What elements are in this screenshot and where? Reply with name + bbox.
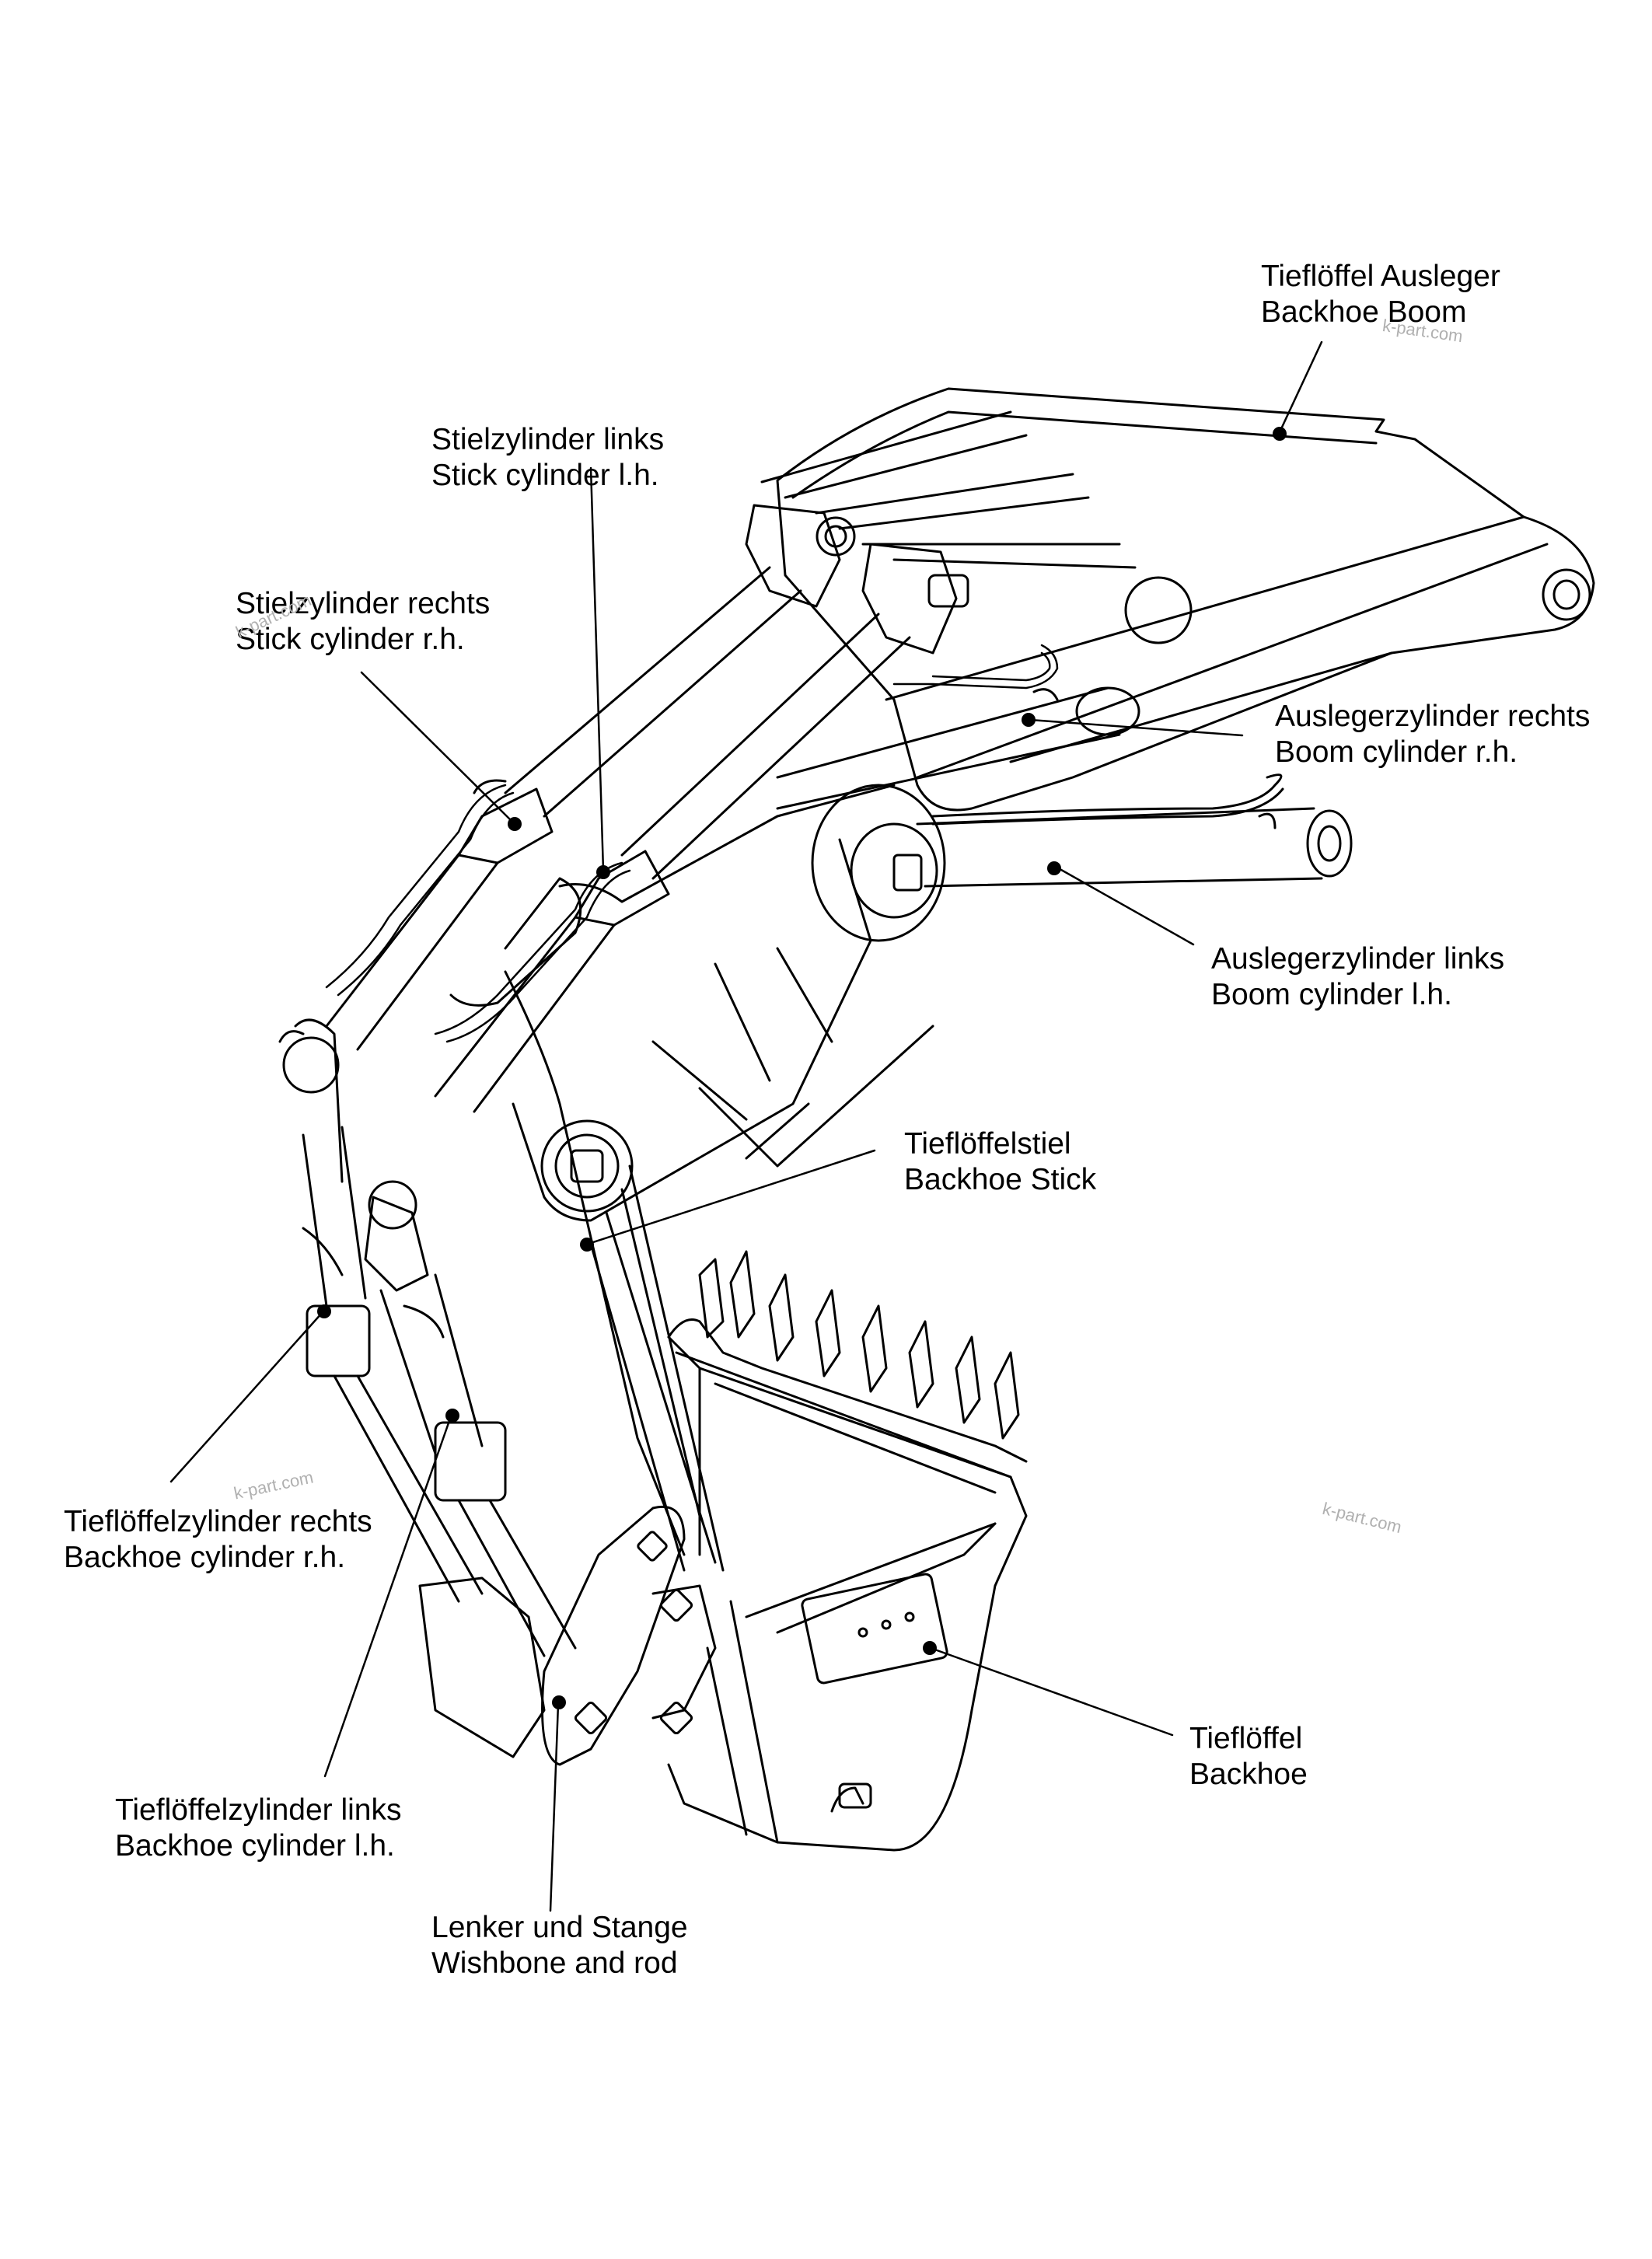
label-backhoe-cylinder-lh-de: Tieflöffelzylinder links [115, 1793, 402, 1827]
label-wishbone-rod-en: Wishbone and rod [431, 1947, 678, 1980]
label-backhoe-cylinder-lh-en: Backhoe cylinder l.h. [115, 1829, 395, 1863]
leader-lines [169, 340, 1323, 1912]
backhoe-cylinder-lh-shape [364, 1180, 577, 1657]
label-boom-cylinder-lh-en: Boom cylinder l.h. [1211, 978, 1452, 1011]
stick-cylinder-rh-shape [325, 504, 856, 1051]
leader-dots [317, 427, 1287, 1709]
label-boom-cylinder-lh-de: Auslegerzylinder links [1211, 942, 1505, 976]
backhoe-boom [760, 387, 1595, 812]
label-backhoe-boom-de: Tieflöffel Ausleger [1261, 260, 1500, 293]
backhoe-bucket [667, 1250, 1028, 1852]
label-backhoe-stick: Tieflöffelstiel Backhoe Stick [904, 1126, 1096, 1198]
label-stick-cylinder-lh-de: Stielzylinder links [431, 423, 665, 456]
label-boom-cylinder-lh: Auslegerzylinder links Boom cylinder l.h… [1211, 941, 1504, 1013]
label-boom-cylinder-rh: Auslegerzylinder rechts Boom cylinder r.… [1275, 699, 1590, 770]
boom-cylinder-rh-shape [776, 686, 1140, 810]
wishbone-and-rod [418, 1506, 717, 1766]
label-backhoe-cylinder-rh-en: Backhoe cylinder r.h. [64, 1541, 346, 1574]
backhoe-cylinder-rh-shape [278, 1018, 484, 1603]
label-backhoe-en: Backhoe [1189, 1758, 1308, 1791]
label-stick-cylinder-lh-en: Stick cylinder l.h. [431, 459, 659, 492]
backhoe-stick [449, 784, 934, 1572]
label-backhoe-cylinder-lh: Tieflöffelzylinder links Backhoe cylinde… [115, 1793, 401, 1864]
label-backhoe-stick-de: Tieflöffelstiel [904, 1127, 1071, 1161]
label-backhoe-boom-en: Backhoe Boom [1261, 295, 1467, 329]
label-stick-cylinder-lh: Stielzylinder links Stick cylinder l.h. [431, 422, 664, 494]
label-backhoe-cylinder-rh: Tieflöffelzylinder rechts Backhoe cylind… [64, 1504, 372, 1576]
boom-cylinder-lh-shape [811, 773, 1353, 942]
label-backhoe-boom: Tieflöffel Ausleger Backhoe Boom [1261, 259, 1500, 330]
label-backhoe-cylinder-rh-de: Tieflöffelzylinder rechts [64, 1505, 372, 1538]
label-backhoe-stick-en: Backhoe Stick [904, 1163, 1097, 1196]
label-stick-cylinder-rh-en: Stick cylinder r.h. [236, 623, 465, 656]
label-boom-cylinder-rh-de: Auslegerzylinder rechts [1275, 700, 1591, 733]
label-wishbone-rod-de: Lenker und Stange [431, 1911, 688, 1944]
label-stick-cylinder-rh-de: Stielzylinder rechts [236, 587, 491, 620]
label-wishbone-rod: Lenker und Stange Wishbone and rod [431, 1910, 688, 1981]
label-backhoe: Tieflöffel Backhoe [1189, 1721, 1308, 1793]
label-backhoe-de: Tieflöffel [1189, 1722, 1303, 1755]
label-boom-cylinder-rh-en: Boom cylinder r.h. [1275, 735, 1518, 769]
label-stick-cylinder-rh: Stielzylinder rechts Stick cylinder r.h. [236, 586, 490, 658]
